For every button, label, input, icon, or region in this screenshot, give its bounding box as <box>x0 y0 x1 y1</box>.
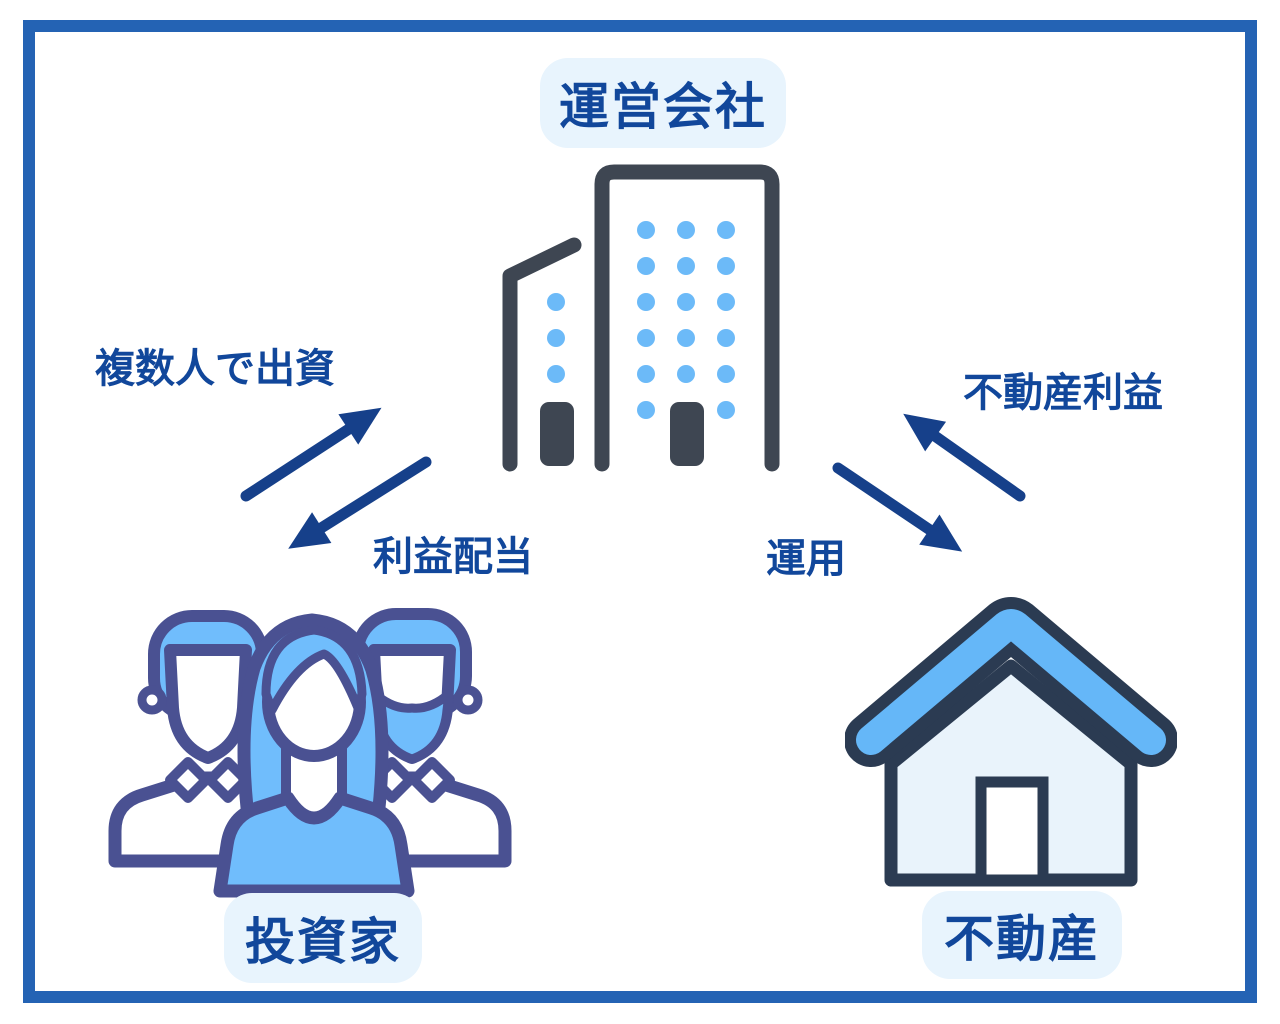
investors-node-label: 投資家 <box>224 893 422 983</box>
people-icon <box>108 608 512 898</box>
investors-label-text: 投資家 <box>245 914 401 970</box>
flow-label-profit: 不動産利益 <box>963 371 1163 415</box>
company-node-label: 運営会社 <box>540 58 786 148</box>
flow-label-dividend: 利益配当 <box>373 535 533 579</box>
building-icon <box>502 164 780 472</box>
real-estate-node-label: 不動産 <box>922 891 1122 979</box>
house-icon <box>845 597 1177 887</box>
woman-center <box>213 613 415 898</box>
flow-label-operate: 運用 <box>766 537 846 581</box>
company-label-text: 運営会社 <box>559 79 767 135</box>
flow-label-invest: 複数人で出資 <box>95 347 335 391</box>
real-estate-label-text: 不動産 <box>944 911 1100 967</box>
